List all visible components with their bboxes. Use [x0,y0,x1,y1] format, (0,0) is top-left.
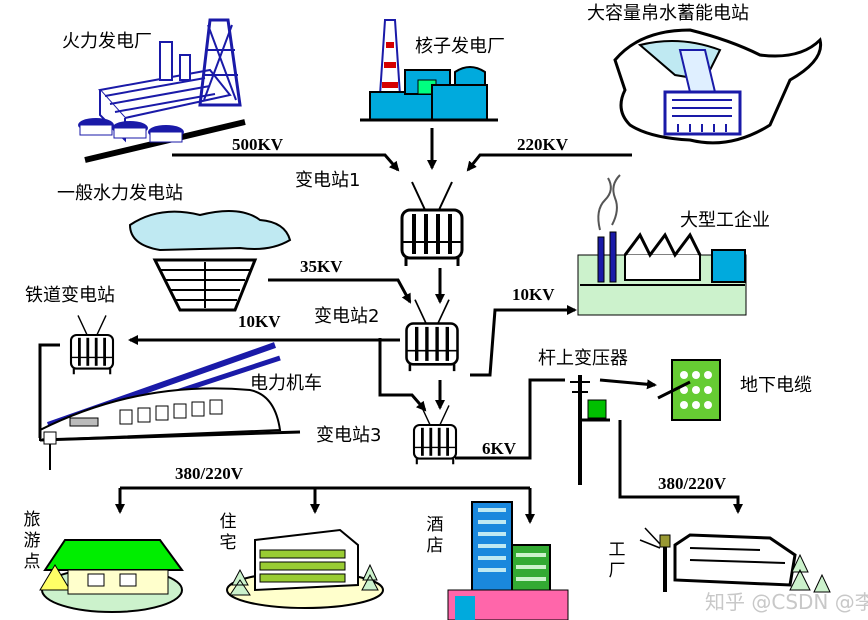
voltage-10kv-industry: 10KV [512,285,555,304]
residence-illustration [226,528,384,609]
pumped-storage-label: 大容量帛水蓄能电站 [587,3,749,24]
nuclear-plant-illustration [360,19,498,122]
hydro-plant-label: 一般水力发电站 [57,183,183,204]
tourism-label: 旅 游 点 [23,510,41,572]
industry-illustration [577,174,747,316]
voltage-380-220v-left: 380/220V [175,464,243,483]
residence-label: 住 宅 [219,512,237,553]
voltage-35kv: 35KV [300,257,343,276]
factory-label: 工 厂 [608,540,626,581]
industry-label: 大型工企业 [680,210,770,231]
pole-transformer-illustration [570,359,721,485]
voltage-380-220v-right: 380/220V [658,474,726,493]
substation3-transformer [412,403,458,466]
underground-cable-label: 地下电缆 [740,375,812,396]
rail-illustration [39,342,301,470]
pole-transformer-label: 杆上变压器 [538,348,628,369]
thermal-plant-label: 火力发电厂 [62,31,152,52]
factory-illustration [639,527,831,593]
hotel-label: 酒 店 [426,515,444,556]
pumped-storage-illustration [613,28,823,145]
nuclear-plant-label: 核子发电厂 [415,36,505,57]
power-lines [38,128,743,524]
hotel-illustration [447,501,569,620]
voltage-10kv-hydro: 10KV [238,312,281,331]
voltage-500kv: 500KV [232,135,283,154]
substation3-label: 变电站3 [316,425,382,446]
voltage-6kv: 6KV [482,439,516,458]
thermal-plant-illustration [78,18,246,163]
substation1-label: 变电站1 [295,170,361,191]
hydro-dam-illustration [128,210,292,312]
watermark: 知乎 @CSDN @李言夕 [705,590,868,614]
tourism-illustration [39,539,184,613]
substation1-transformer [400,180,464,268]
rail-substation-label: 铁道变电站 [25,285,115,306]
substation2-label: 变电站2 [314,306,380,327]
substation2-transformer [404,298,460,373]
voltage-220kv: 220KV [517,135,568,154]
electric-loco-label: 电力机车 [250,373,322,394]
rail-substation-transformer [69,313,115,376]
